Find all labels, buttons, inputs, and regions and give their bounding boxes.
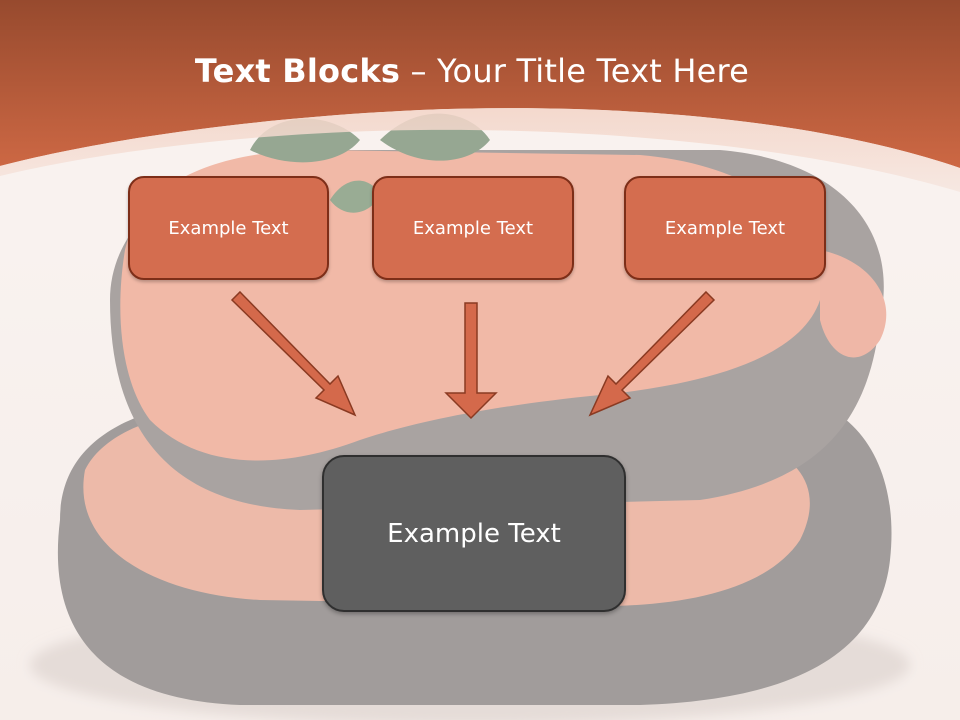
text-block-1-label: Example Text	[168, 217, 289, 239]
text-block-2-label: Example Text	[412, 217, 534, 239]
text-block-1: Example Text	[128, 176, 329, 280]
title-rest: – Your Title Text Here	[400, 52, 750, 90]
text-block-2: Example Text	[372, 176, 574, 280]
slide-title: Text Blocks – Your Title Text Here	[0, 52, 944, 90]
header-band	[0, 0, 960, 192]
text-block-3-label: Example Text	[664, 217, 786, 239]
text-block-3: Example Text	[624, 176, 826, 280]
title-bold: Text Blocks	[194, 52, 401, 90]
target-block: Example Text	[322, 455, 626, 612]
target-block-label: Example Text	[387, 518, 561, 549]
